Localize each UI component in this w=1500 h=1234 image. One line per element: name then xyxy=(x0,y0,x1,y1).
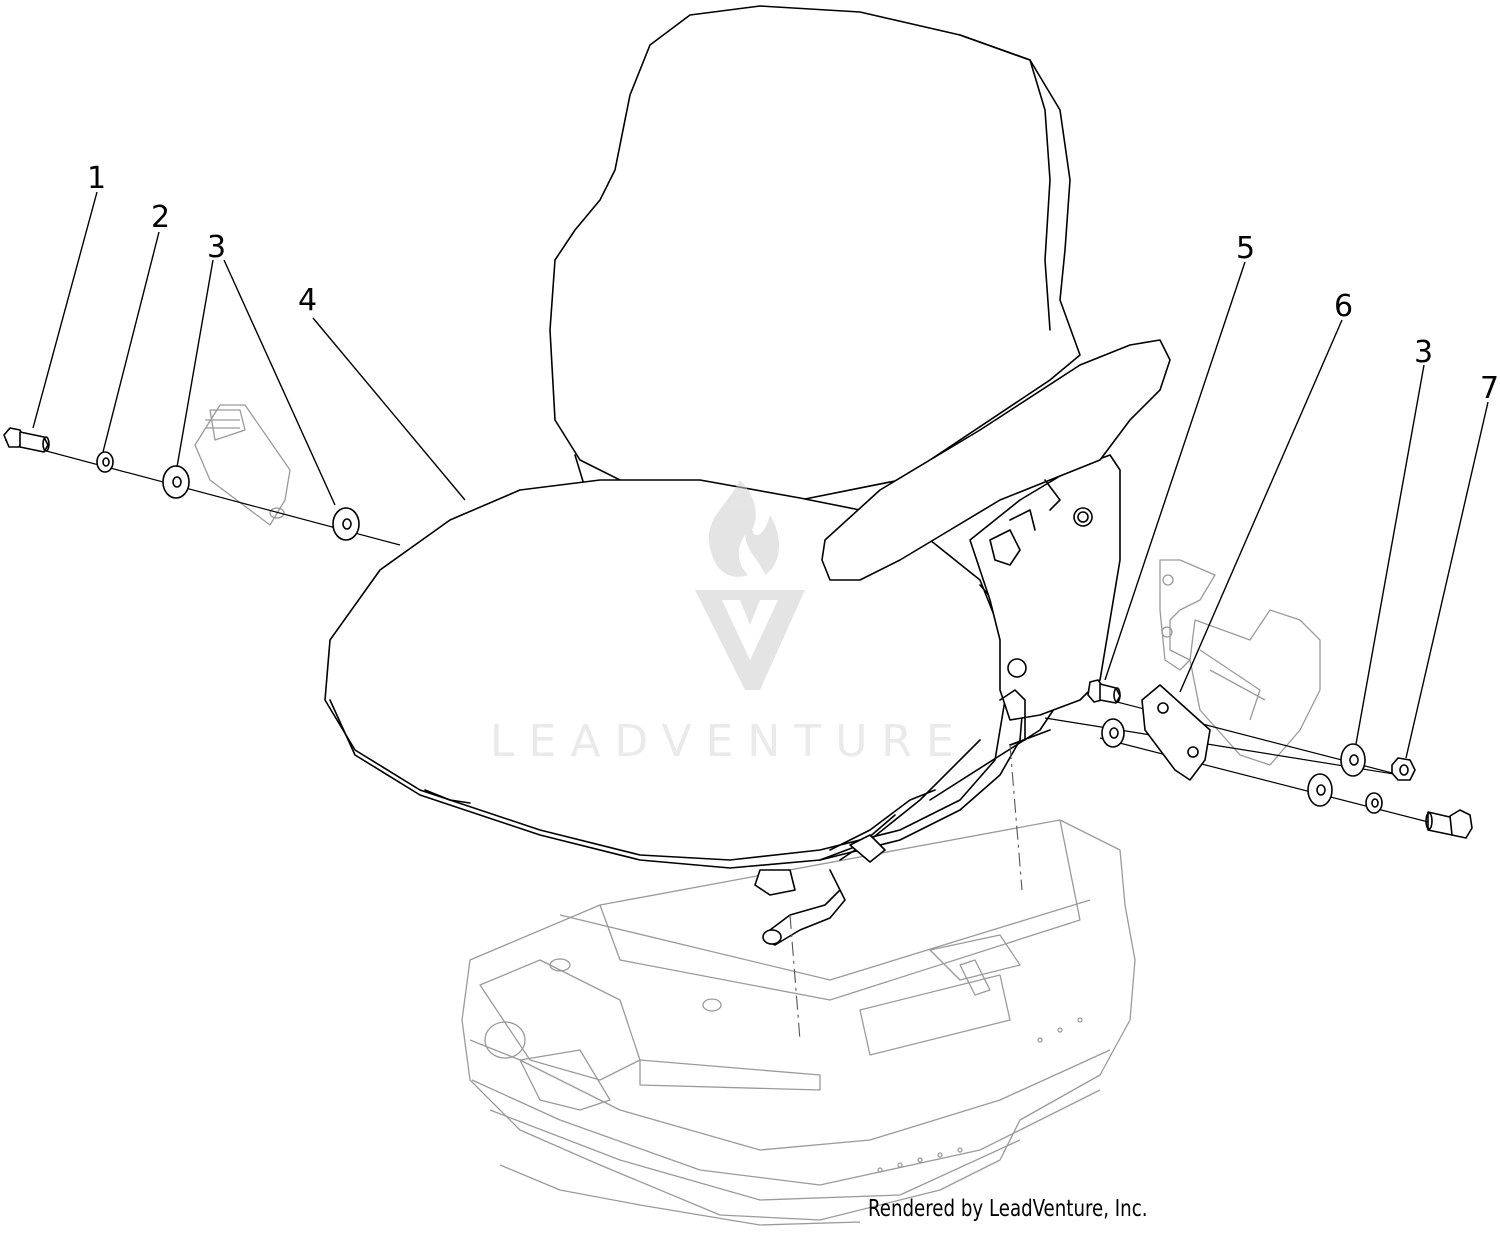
callout-1: 1 xyxy=(87,161,106,196)
flame-logo-icon xyxy=(708,480,780,577)
callout-6: 6 xyxy=(1334,289,1353,324)
callout-2: 2 xyxy=(151,200,170,235)
callout-7: 7 xyxy=(1480,371,1499,406)
watermark-text: LEADVENTURE xyxy=(490,716,968,767)
callout-5: 5 xyxy=(1236,231,1255,266)
adjustment-lever xyxy=(754,789,936,946)
part-5-shoulder-bolt xyxy=(1087,679,1121,704)
seat-cushion xyxy=(324,479,1061,869)
seat-backrest xyxy=(549,5,1081,501)
seat-belt-buckle xyxy=(194,404,291,526)
part-2-lock-washer xyxy=(96,451,114,473)
v-logo-icon xyxy=(695,590,805,690)
callout-numbers: 1 2 3 4 5 6 3 7 xyxy=(87,161,1499,406)
bolt-lower xyxy=(1425,809,1473,839)
part-3-flat-washer-b xyxy=(332,507,360,541)
part-3-flat-washer-d xyxy=(1340,743,1366,777)
seat-side-panel xyxy=(969,454,1121,746)
part-7-nut xyxy=(1391,757,1416,781)
part-6-mounting-plate xyxy=(1141,684,1211,781)
seat-belt-retractor xyxy=(1159,559,1321,766)
flat-washer-lower xyxy=(1307,773,1333,807)
callout-3-left: 3 xyxy=(207,230,226,265)
lock-washer-lower xyxy=(1365,792,1383,814)
render-credit: Rendered by LeadVenture, Inc. xyxy=(868,1196,1148,1222)
part-1-bolt xyxy=(3,427,50,453)
callout-4: 4 xyxy=(298,283,317,318)
part-3-flat-washer-c xyxy=(1101,718,1125,748)
part-3-flat-washer-a xyxy=(162,465,190,499)
leader-lines xyxy=(32,191,1489,759)
armrest xyxy=(821,339,1171,581)
leadventure-watermark: LEADVENTURE xyxy=(490,480,968,767)
callout-3-right: 3 xyxy=(1414,335,1433,370)
seat-suspension-base xyxy=(461,819,1136,1226)
